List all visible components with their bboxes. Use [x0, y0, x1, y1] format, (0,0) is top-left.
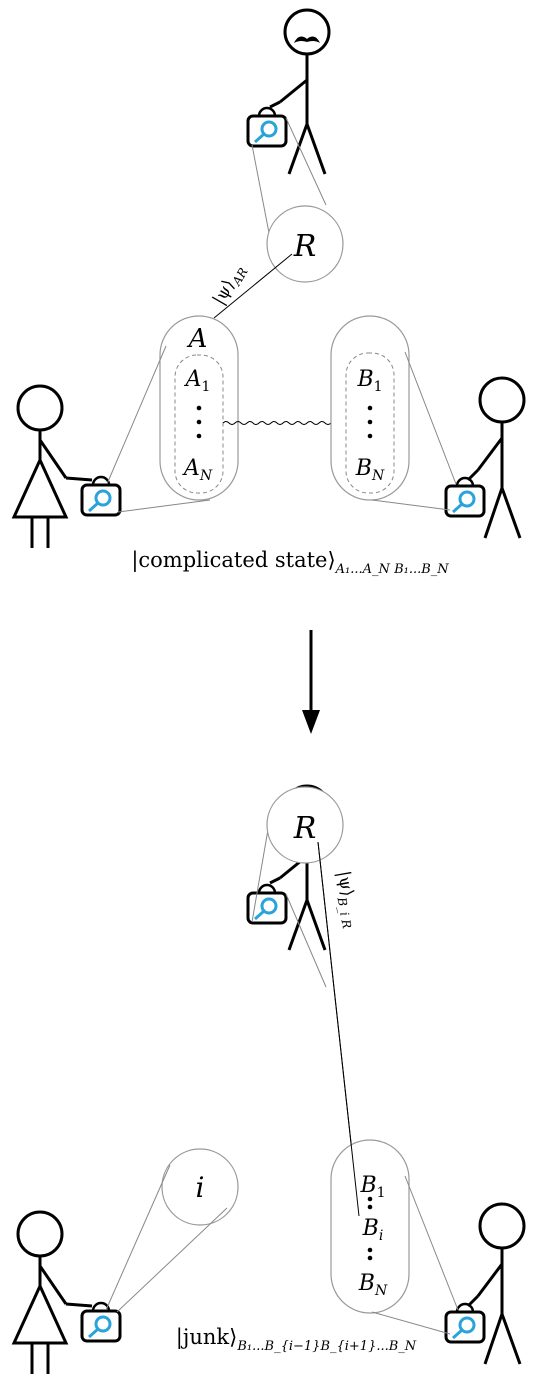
a1-label: A1	[184, 367, 211, 395]
aN-label: AN	[182, 456, 213, 484]
alice-person-top	[11, 384, 93, 548]
bi-label-bottom: Bi	[362, 1216, 384, 1244]
bN-label-bottom: BN	[358, 1271, 388, 1299]
b1-label: B1	[356, 367, 382, 395]
briefcase-magnifier-icon	[246, 883, 288, 925]
bob-person-top	[466, 376, 526, 539]
referee-person-top	[269, 8, 331, 176]
ref-label-top: R	[293, 229, 317, 264]
a-subsystems-dashed	[174, 354, 224, 494]
briefcase-magnifier-icon	[80, 475, 122, 517]
briefcase-magnifier-icon	[444, 476, 486, 518]
b-subsystems-dashed	[345, 352, 395, 494]
system-b-box-bottom	[330, 1139, 410, 1314]
reference-bubble-bottom	[266, 786, 344, 864]
arrow-down-icon	[302, 630, 320, 734]
index-label: i	[196, 1171, 205, 1204]
reference-bubble-top	[266, 205, 344, 283]
alice-person-bottom	[11, 1210, 93, 1374]
briefcase-magnifier-icon	[246, 106, 288, 148]
caption-junk-state: |junk⟩B₁...B_{i−1}B_{i+1}...B_N	[176, 1325, 417, 1354]
caption-complicated-state: |complicated state⟩A₁...A_N B₁...B_N	[131, 548, 449, 577]
bN-label: BN	[355, 456, 385, 484]
bob-person-bottom	[466, 1202, 526, 1365]
briefcase-magnifier-icon	[444, 1302, 486, 1344]
bottom-panel: R |ψ⟩B_i R i B1 Bi BN	[11, 784, 526, 1374]
psi-label-top: |ψ⟩AR	[209, 261, 251, 310]
briefcase-magnifier-icon	[80, 1301, 122, 1343]
top-panel: R |ψ⟩AR A A1 AN B1 BN	[11, 8, 526, 577]
index-bubble	[161, 1148, 239, 1226]
psi-label-bottom: |ψ⟩B_i R	[330, 869, 363, 929]
ref-label-bottom: R	[293, 811, 317, 846]
b1-label-bottom: B1	[359, 1173, 385, 1201]
system-a-label: A	[187, 324, 208, 354]
entanglement-wavy-line	[222, 421, 344, 425]
